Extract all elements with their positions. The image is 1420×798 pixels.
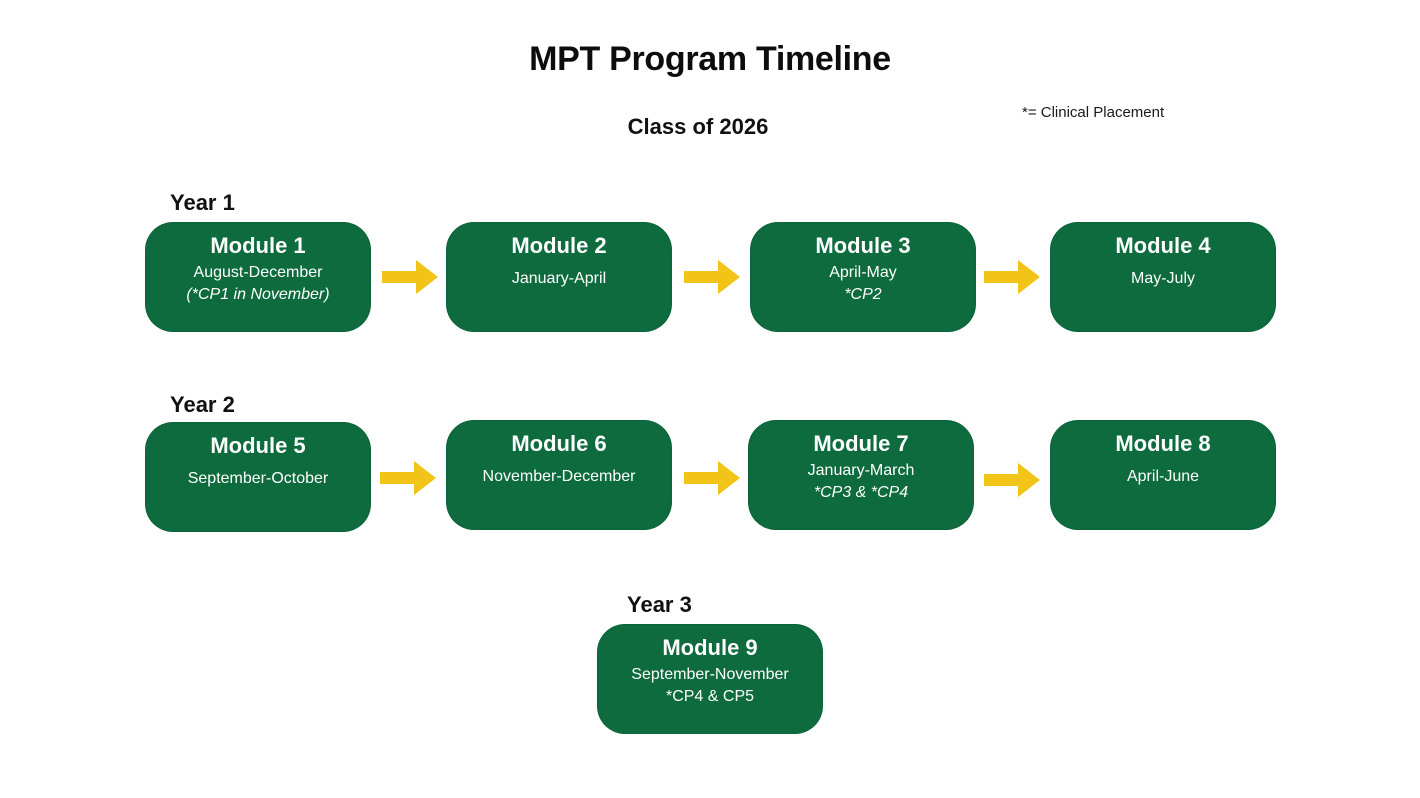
- module-1-box: Module 1 August-December (*CP1 in Novemb…: [145, 222, 371, 332]
- year-label-3: Year 3: [627, 592, 692, 617]
- module-name: Module 9: [662, 635, 758, 660]
- module-name: Module 6: [511, 431, 607, 456]
- module-dates: August-December: [193, 264, 323, 281]
- module-name: Module 5: [210, 433, 306, 458]
- module-dates: April-June: [1126, 468, 1200, 485]
- module-dates: April-May: [829, 264, 897, 281]
- year-label-1: Year 1: [170, 190, 235, 215]
- year-label-2: Year 2: [170, 392, 235, 417]
- arrow-right-icon: [984, 260, 1040, 294]
- module-name: Module 4: [1115, 233, 1211, 258]
- module-note: *CP4 & CP5: [665, 688, 755, 705]
- module-3-box: Module 3 April-May *CP2: [750, 222, 976, 332]
- module-4-box: Module 4 May-July: [1050, 222, 1276, 332]
- arrow-right-icon: [380, 461, 436, 495]
- arrow-right-icon: [684, 461, 740, 495]
- page-title: MPT Program Timeline: [529, 40, 891, 78]
- module-name: Module 3: [815, 233, 911, 258]
- module-name: Module 7: [813, 431, 909, 456]
- arrow-right-icon: [684, 260, 740, 294]
- module-6-box: Module 6 November-December: [446, 420, 672, 530]
- module-name: Module 8: [1115, 431, 1211, 456]
- module-note: *CP2: [844, 286, 882, 303]
- module-8-box: Module 8 April-June: [1050, 420, 1276, 530]
- module-dates: January-April: [511, 270, 607, 287]
- module-7-box: Module 7 January-March *CP3 & *CP4: [748, 420, 974, 530]
- module-name: Module 2: [511, 233, 607, 258]
- arrow-right-icon: [984, 463, 1040, 497]
- module-dates: September-October: [187, 470, 329, 487]
- module-name: Module 1: [210, 233, 306, 258]
- arrow-right-icon: [382, 260, 438, 294]
- module-dates: November-December: [482, 468, 636, 485]
- module-dates: January-March: [807, 462, 915, 479]
- module-9-box: Module 9 September-November *CP4 & CP5: [597, 624, 823, 734]
- module-note: *CP3 & *CP4: [813, 484, 909, 501]
- module-dates: May-July: [1130, 270, 1195, 287]
- module-2-box: Module 2 January-April: [446, 222, 672, 332]
- legend-clinical-placement: *= Clinical Placement: [1022, 104, 1165, 121]
- module-note: (*CP1 in November): [186, 286, 330, 303]
- module-5-box: Module 5 September-October: [145, 422, 371, 532]
- page-subtitle: Class of 2026: [627, 114, 769, 139]
- module-dates: September-November: [631, 666, 789, 683]
